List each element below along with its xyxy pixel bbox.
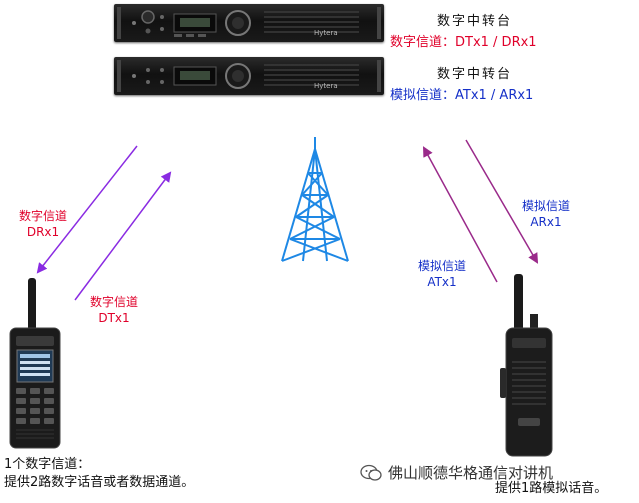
repeater-panel-bottom (117, 60, 381, 92)
watermark-text: 佛山顺德华格通信对讲机 (388, 464, 554, 482)
repeater-top-title: 数字中转台 (437, 14, 513, 29)
right-downlink-label: 模拟信道 ARx1 (521, 199, 570, 229)
wechat-icon (360, 464, 382, 481)
left-downlink-arrow (36, 145, 138, 274)
repeater-brand-top: Hytera (314, 29, 338, 37)
repeater-brand-bottom: Hytera (314, 82, 338, 90)
repeater-bottom-channel: 模拟信道：ATx1 / ARx1 (390, 88, 534, 103)
right-caption: 提供1路模拟话音。 (495, 481, 608, 496)
right-uplink-label: 模拟信道 ATx1 (417, 259, 466, 289)
repeater-panel-top (117, 7, 381, 39)
left-uplink-arrow (74, 171, 172, 301)
repeater-bottom-title: 数字中转台 (437, 67, 513, 82)
right-downlink-arrow (465, 139, 539, 264)
watermark: 佛山顺德华格通信对讲机 (360, 462, 553, 483)
left-uplink-label: 数字信道 DTx1 (89, 295, 138, 325)
analog-radio-icon (500, 274, 553, 457)
repeater-unit-bottom: Hytera (114, 57, 384, 95)
antenna-tower-icon (281, 137, 349, 262)
left-caption: 1个数字信道： 提供2路数字话音或者数据通道。 (4, 457, 195, 490)
repeater-top-channel: 数字信道：DTx1 / DRx1 (390, 35, 537, 50)
repeater-unit-top: Hytera (114, 4, 384, 42)
right-uplink-arrow (422, 146, 498, 283)
left-downlink-label: 数字信道 DRx1 (18, 209, 67, 239)
digital-radio-icon (9, 278, 61, 449)
